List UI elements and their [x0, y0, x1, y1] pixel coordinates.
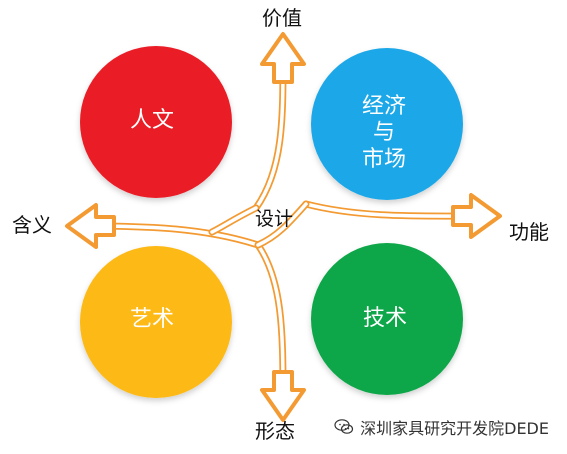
right-label: 功能: [509, 220, 549, 244]
circle-art: [80, 246, 232, 398]
wechat-icon: [334, 419, 354, 434]
top-arrow-head: [260, 32, 306, 84]
left-label: 含义: [12, 213, 52, 237]
right-arrow-head: [451, 193, 502, 239]
bottom-label: 形态: [255, 419, 295, 443]
bottom-arrow-head: [260, 370, 306, 422]
market-line: 市场: [362, 146, 407, 172]
economy-market-label: 经济 与 市场: [362, 94, 406, 173]
circle-technology: [311, 243, 463, 395]
and-line: 与: [373, 120, 396, 146]
economy-line: 经济: [362, 94, 407, 119]
cross-curve-bottom-right-inner: [256, 202, 308, 247]
top-label: 价值: [262, 6, 302, 30]
cross-curve-top-left-inner: [210, 206, 258, 234]
technology-label: 技术: [363, 306, 408, 331]
circle-humanities: [80, 46, 232, 198]
center-label: 设计: [255, 208, 294, 230]
left-arrow-head: [65, 203, 116, 249]
humanities-label: 人文: [130, 108, 175, 133]
arrow-group: [65, 32, 502, 422]
art-label: 艺术: [130, 307, 175, 332]
watermark-text: 深圳家具研究开发院DEDE: [360, 419, 549, 438]
circle-economy-market: [311, 48, 463, 200]
watermark: 深圳家具研究开发院DEDE: [334, 415, 549, 439]
